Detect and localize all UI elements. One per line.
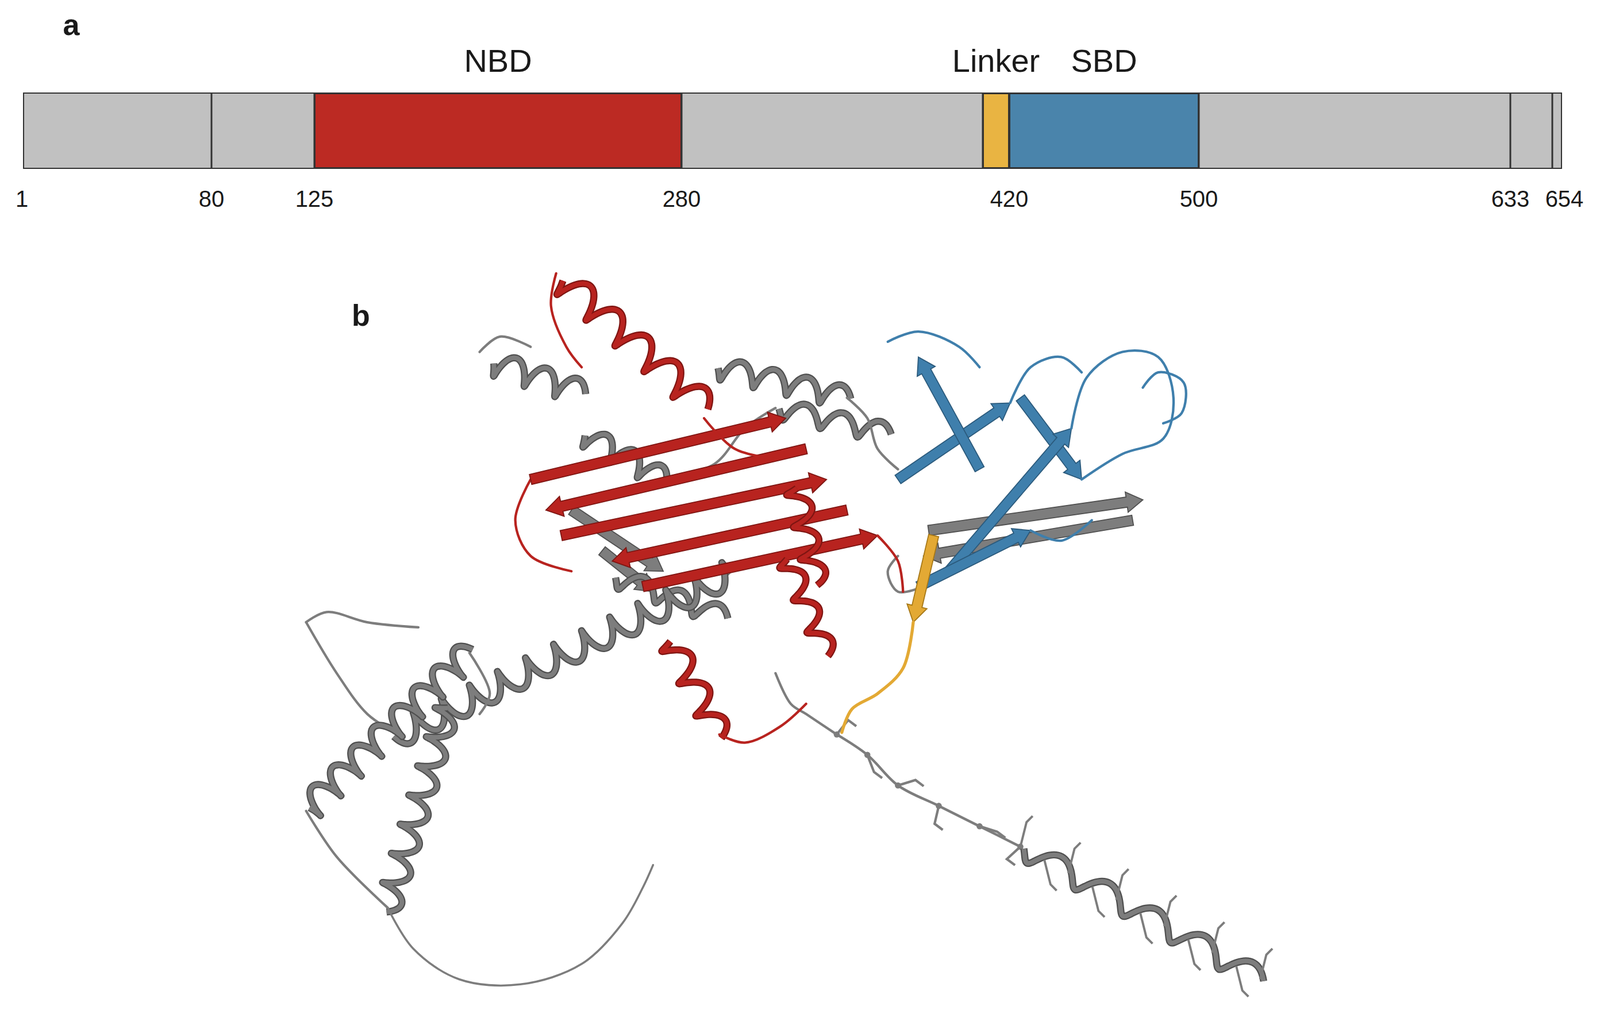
protein-ribbon-structure [306,273,1273,998]
side-chain-stick [934,806,943,831]
alpha-helix [778,404,891,438]
alpha-helix [493,358,586,398]
alpha-helix [779,559,834,657]
beta-strand [529,412,786,485]
side-chain-stick [979,826,1006,838]
side-chain-stick [897,780,924,787]
coil-loop [306,612,419,628]
coil-loop [719,704,807,744]
side-chain-stick [1188,939,1201,971]
atom-ball [864,752,871,759]
alpha-helix [382,708,455,913]
segment-divider [210,93,213,169]
coil-loop [479,336,531,353]
residue-number: 280 [662,186,702,212]
beta-strand [917,356,984,472]
side-chain-stick [867,755,883,779]
domain-bar [23,93,1562,169]
domain-name: SBD [1070,42,1137,80]
domain-segment: SBD [1009,93,1199,169]
atom-ball [833,731,841,738]
domain-name: NBD [463,42,532,80]
side-chain-stick [1212,922,1225,953]
side-chain-stick [1164,895,1177,927]
alpha-helix [718,362,852,404]
coil-loop [887,331,980,368]
residue-number: 125 [295,186,334,212]
alpha-helix [778,404,891,438]
alpha-helix [1023,848,1264,982]
alpha-helix [309,646,473,817]
domain-segment: NBD [314,93,682,169]
alpha-helix [779,559,834,657]
coil-loop [387,865,654,987]
atom-ball [894,782,902,790]
alpha-helix [718,362,852,404]
residue-number: 80 [198,186,225,212]
coil-loop [1143,372,1187,424]
coil-loop [1071,350,1174,480]
coil-loop [877,535,903,592]
domain-segment: Linker [982,93,1010,169]
beta-strand [906,534,939,623]
side-chain-stick [1260,948,1273,980]
side-chain-stick [1006,847,1021,866]
beta-strand [1016,394,1082,480]
residue-number: 1 [15,186,29,212]
alpha-helix [1023,848,1264,982]
panel-letter: b [351,299,371,333]
alpha-helix [661,641,727,739]
segment-divider [1551,93,1554,169]
panel-letter: a [63,8,80,42]
side-chain-stick [1092,886,1105,918]
residue-number: 420 [990,186,1029,212]
atom-ball [935,802,942,810]
alpha-helix [309,646,473,817]
alpha-helix [556,281,710,410]
side-chain-stick [1044,860,1057,891]
coil-loop [469,652,491,715]
residue-number: 654 [1545,186,1584,212]
coil-loop [836,734,1021,847]
beta-strand [545,444,808,517]
residue-number: 500 [1179,186,1219,212]
side-chain-stick [1068,843,1081,874]
coil-loop [847,397,899,469]
coil-loop [704,418,776,460]
residue-number: 633 [1491,186,1530,212]
coil-loop [515,479,572,572]
coil-loop [841,622,914,733]
coil-loop [1010,356,1082,403]
atom-ball [976,823,983,830]
side-chain-stick [1116,869,1129,900]
beta-strand [560,472,827,541]
coil-loop [306,811,388,909]
side-chain-stick [1020,816,1033,847]
side-chain-stick [1236,966,1249,997]
alpha-helix [661,641,727,739]
alpha-helix [493,358,586,398]
alpha-helix [382,708,455,913]
coil-loop [306,622,399,735]
coil-loop [1030,520,1092,542]
alpha-helix [556,281,710,410]
domain-name: Linker [952,42,1041,80]
side-chain-stick [1140,913,1153,944]
beta-strand [641,529,878,592]
segment-divider [1509,93,1512,169]
protein-bar [23,93,1562,169]
